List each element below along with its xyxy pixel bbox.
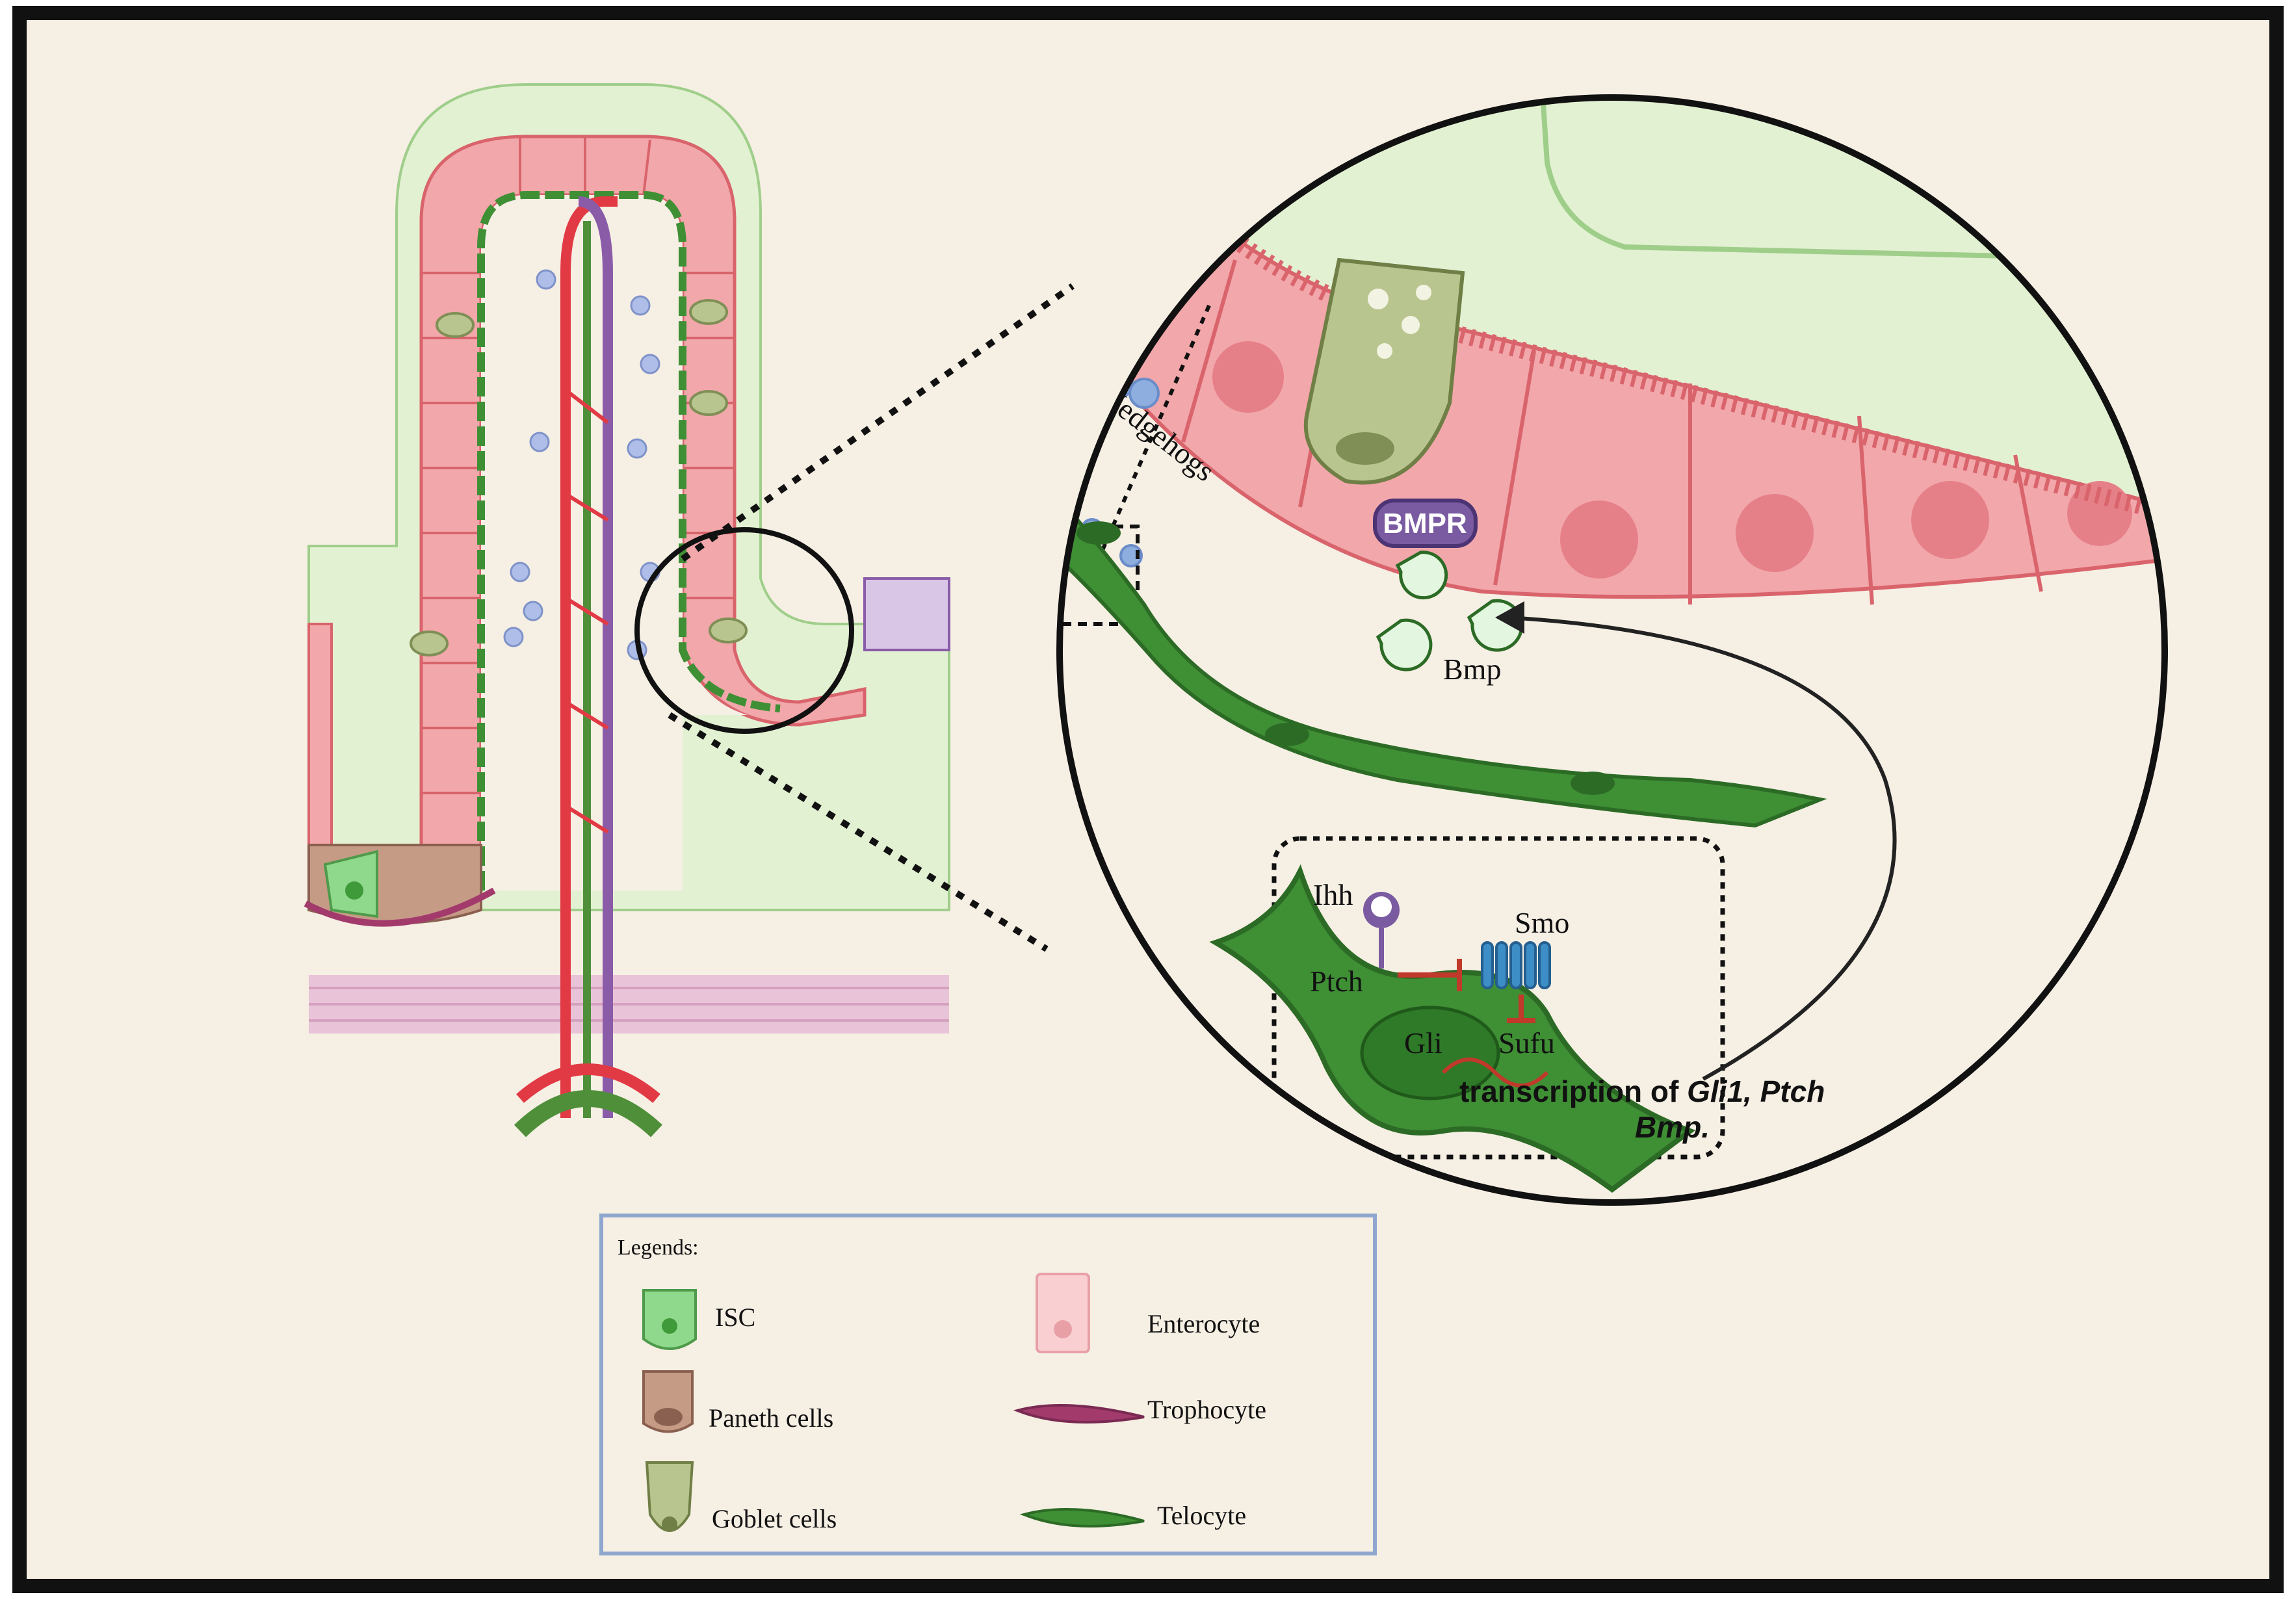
artery (560, 196, 618, 1118)
legend-label-trophocyte: Trophocyte (1147, 1395, 1266, 1424)
crypt-epithelium (307, 623, 333, 846)
bmpr-receptor (1373, 499, 1478, 548)
legend-label-paneth: Paneth cells (709, 1403, 833, 1433)
villus-telocyte-network (477, 191, 781, 890)
ptch-label: Ptch (1310, 965, 1363, 998)
vessel-arch-red (516, 1063, 660, 1103)
smo-label: Smo (1515, 906, 1569, 939)
smo-receptor (1481, 941, 1551, 989)
sufu-label: Sufu (1498, 1026, 1555, 1060)
zoom-connector-top (681, 283, 1075, 562)
legend-label-isc: ISC (715, 1303, 755, 1332)
villus-goblet-cells (410, 299, 748, 656)
feedback-arrow (1507, 616, 1897, 1081)
adjacent-cells (863, 577, 950, 651)
legend-title: Legends: (618, 1236, 699, 1260)
transcription-text-line2: Bmp. (1635, 1110, 1710, 1144)
zoom-connector-bottom (668, 712, 1049, 952)
legend-label-goblet: Goblet cells (712, 1504, 837, 1533)
transcription-genes: Gli1, Ptch (1687, 1074, 1825, 1108)
transcription-prefix: transcription of (1459, 1074, 1687, 1108)
telocyte-icon (1019, 1508, 1145, 1528)
dna-strand (1441, 1058, 1549, 1087)
enterocyte-icon (1036, 1273, 1090, 1353)
ihh-label: Ihh (1313, 878, 1353, 911)
zoom-nuclei (1143, 220, 2132, 578)
gli-label: Gli (1404, 1026, 1442, 1060)
villus-illustration (304, 83, 950, 1138)
zoom-goblet-cell (1303, 257, 1465, 485)
legend-label-telocyte: Telocyte (1157, 1501, 1246, 1530)
legend-box: Legends: ISC Paneth cells Goblet cells E… (599, 1214, 1377, 1555)
bmp-label: Bmp (1443, 653, 1501, 686)
zoom-circle-outline (1056, 94, 2168, 1206)
vessel-arch-green (514, 1090, 662, 1138)
telocyte-focus-box (1060, 525, 1140, 626)
telocyte-detail-box (1272, 836, 1725, 1160)
transcription-text: transcription of Gli1, Ptch (1459, 1074, 1825, 1108)
legend-label-enterocyte: Enterocyte (1147, 1309, 1260, 1338)
zoom-telocyte-strand (1060, 443, 1827, 828)
inhibition-mark (1398, 959, 1462, 991)
zoom-source-circle (634, 527, 854, 734)
crypt-base (304, 844, 496, 927)
telocyte-nucleus (1360, 1006, 1500, 1100)
trophocyte-icon (1013, 1404, 1145, 1424)
vein (578, 196, 613, 1118)
villus-stroma (481, 195, 748, 890)
bmpr-label: BMPR (1383, 508, 1467, 540)
